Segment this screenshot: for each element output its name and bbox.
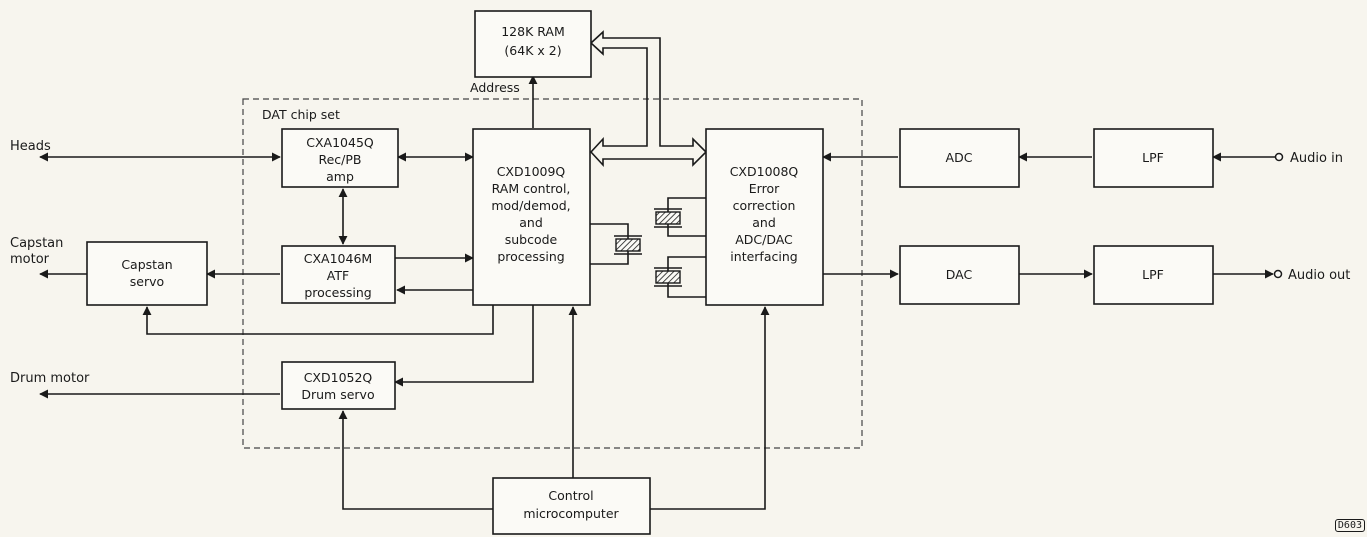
errcorr-line-3: correction [733, 198, 796, 213]
ram-block: 128K RAM (64K x 2) [474, 10, 592, 78]
ram-control-block: CXD1009Q RAM control, mod/demod, and sub… [472, 128, 591, 306]
lpf-in-block: LPF [1093, 128, 1214, 188]
ram-line-1: 128K RAM [501, 24, 565, 39]
atf-line-1: CXA1046M [304, 251, 372, 266]
adc-label: ADC [946, 150, 973, 165]
ramctl-line-6: processing [497, 249, 564, 264]
error-correction-block: CXD1008Q Error correction and ADC/DAC in… [705, 128, 824, 306]
ramctl-line-4: and [519, 215, 543, 230]
figure-id: D603 [1334, 519, 1365, 532]
errcorr-line-2: Error [749, 181, 780, 196]
rec-pb-amp-block: CXA1045Q Rec/PB amp [281, 128, 399, 188]
drum-motor-label: Drum motor [10, 371, 90, 386]
audio-out-terminal [1273, 269, 1283, 279]
mc-line-1: Control [548, 488, 593, 503]
control-microcomputer-block: Control microcomputer [492, 477, 651, 535]
adc-block: ADC [899, 128, 1020, 188]
errcorr-crystal2-icon [654, 267, 682, 287]
address-label: Address [470, 80, 520, 95]
ram-line-2: (64K x 2) [504, 43, 561, 58]
atf-block: CXA1046M ATF processing [281, 245, 396, 304]
amp-line-2: Rec/PB [318, 152, 361, 167]
errcorr-line-5: ADC/DAC [735, 232, 793, 247]
mc-to-drum-line [338, 410, 493, 510]
amp-line-3: amp [326, 169, 354, 184]
ramctl-line-5: subcode [505, 232, 558, 247]
errcorr-line-1: CXD1008Q [730, 164, 799, 179]
lpf-out-block: LPF [1093, 245, 1214, 305]
capstan-motor-label-1: Capstan [10, 236, 63, 251]
drum-servo-line-1: CXD1052Q [304, 370, 373, 385]
drum-servo-block: CXD1052Q Drum servo [281, 361, 396, 410]
ramctl-line-1: CXD1009Q [497, 164, 566, 179]
errcorr-crystal1-icon [654, 208, 682, 228]
amp-line-1: CXA1045Q [306, 135, 374, 150]
lpf-in-label: LPF [1142, 150, 1164, 165]
ramctl-line-3: mod/demod, [491, 198, 570, 213]
heads-label: Heads [10, 139, 51, 154]
audio-out-label: Audio out [1288, 268, 1350, 283]
data-bus [589, 30, 708, 168]
capstan-servo-line-1: Capstan [121, 257, 172, 272]
drum-servo-line-2: Drum servo [301, 387, 374, 402]
ramctl-to-capstan-line [142, 305, 494, 335]
dac-block: DAC [899, 245, 1020, 305]
dac-label: DAC [946, 267, 973, 282]
ramctl-line-2: RAM control, [492, 181, 571, 196]
mc-line-2: microcomputer [523, 506, 619, 521]
ramctl-to-drum-line [394, 305, 534, 387]
chip-set-label: DAT chip set [262, 107, 340, 122]
lpf-out-label: LPF [1142, 267, 1164, 282]
atf-line-3: processing [304, 285, 371, 300]
capstan-motor-label-2: motor [10, 252, 50, 267]
atf-line-2: ATF [327, 268, 349, 283]
capstan-servo-block: Capstan servo [86, 241, 208, 306]
ramctl-crystal-icon [614, 235, 642, 255]
mc-to-errcorr-line [650, 306, 770, 510]
capstan-servo-line-2: servo [130, 274, 164, 289]
errcorr-line-6: interfacing [730, 249, 797, 264]
audio-in-terminal [1274, 152, 1284, 162]
errcorr-line-4: and [752, 215, 776, 230]
audio-in-label: Audio in [1290, 151, 1343, 166]
